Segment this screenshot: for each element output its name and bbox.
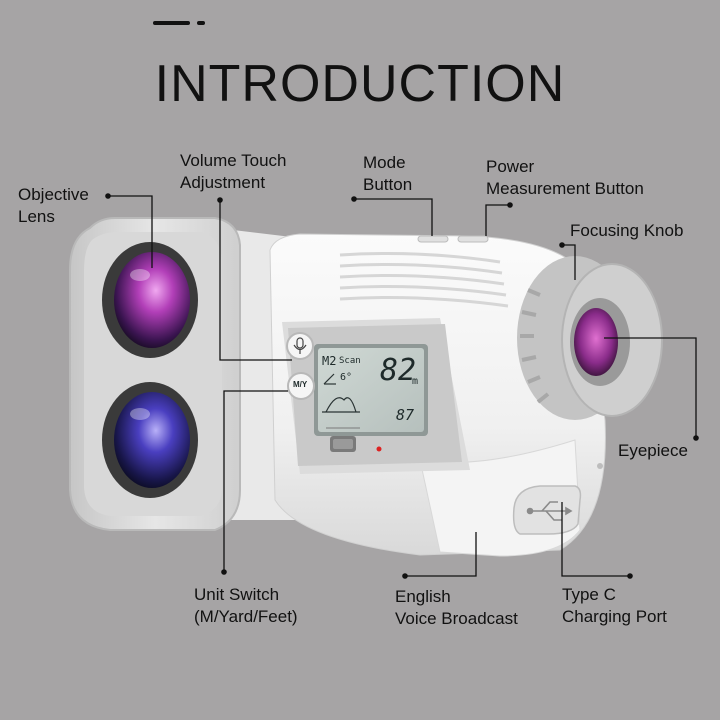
lcd-scan: Scan xyxy=(339,356,361,366)
decorative-dash-short xyxy=(197,21,205,25)
label-eyepiece: Eyepiece xyxy=(618,441,688,460)
microphone-icon xyxy=(293,337,307,354)
label-english-voice-broadcast: English Voice Broadcast xyxy=(395,587,518,628)
page-title: INTRODUCTION xyxy=(154,55,566,113)
lcd-mode: M2 xyxy=(322,354,337,368)
lcd-angle: 6° xyxy=(340,372,353,383)
label-focusing-knob: Focusing Knob xyxy=(570,221,684,240)
label-mode-button: Mode Button xyxy=(363,153,413,194)
lcd-screen xyxy=(318,348,424,432)
label-power-measurement-button: Power Measurement Button xyxy=(486,157,644,198)
eyepiece-lens xyxy=(574,308,618,376)
unit-switch-button[interactable] xyxy=(287,372,315,400)
lcd-distance: 82 xyxy=(380,353,417,388)
leader-lines xyxy=(108,195,697,577)
mode-button[interactable] xyxy=(417,235,449,243)
grip-ridges xyxy=(339,252,509,308)
unit-switch-button-label: M/Y xyxy=(293,380,308,389)
lcd-secondary: 87 xyxy=(396,406,415,424)
type-c-port-cover[interactable] xyxy=(512,485,582,535)
leader-dots xyxy=(105,193,699,579)
label-unit-switch: Unit Switch (M/Yard/Feet) xyxy=(194,585,298,626)
lcd-unit: m xyxy=(412,376,419,387)
label-type-c-charging-port: Type C Charging Port xyxy=(562,585,667,626)
volume-touch-button[interactable] xyxy=(286,332,314,360)
label-volume-touch-adjustment: Volume Touch Adjustment xyxy=(180,151,287,192)
lcd-graphics xyxy=(322,373,360,413)
power-measurement-button[interactable] xyxy=(457,235,489,243)
decorative-dash-long xyxy=(153,21,190,25)
knob-ridges xyxy=(520,288,550,404)
usb-icon xyxy=(526,501,573,521)
label-objective-lens: Objective Lens xyxy=(18,185,89,226)
led-indicator xyxy=(376,446,382,452)
